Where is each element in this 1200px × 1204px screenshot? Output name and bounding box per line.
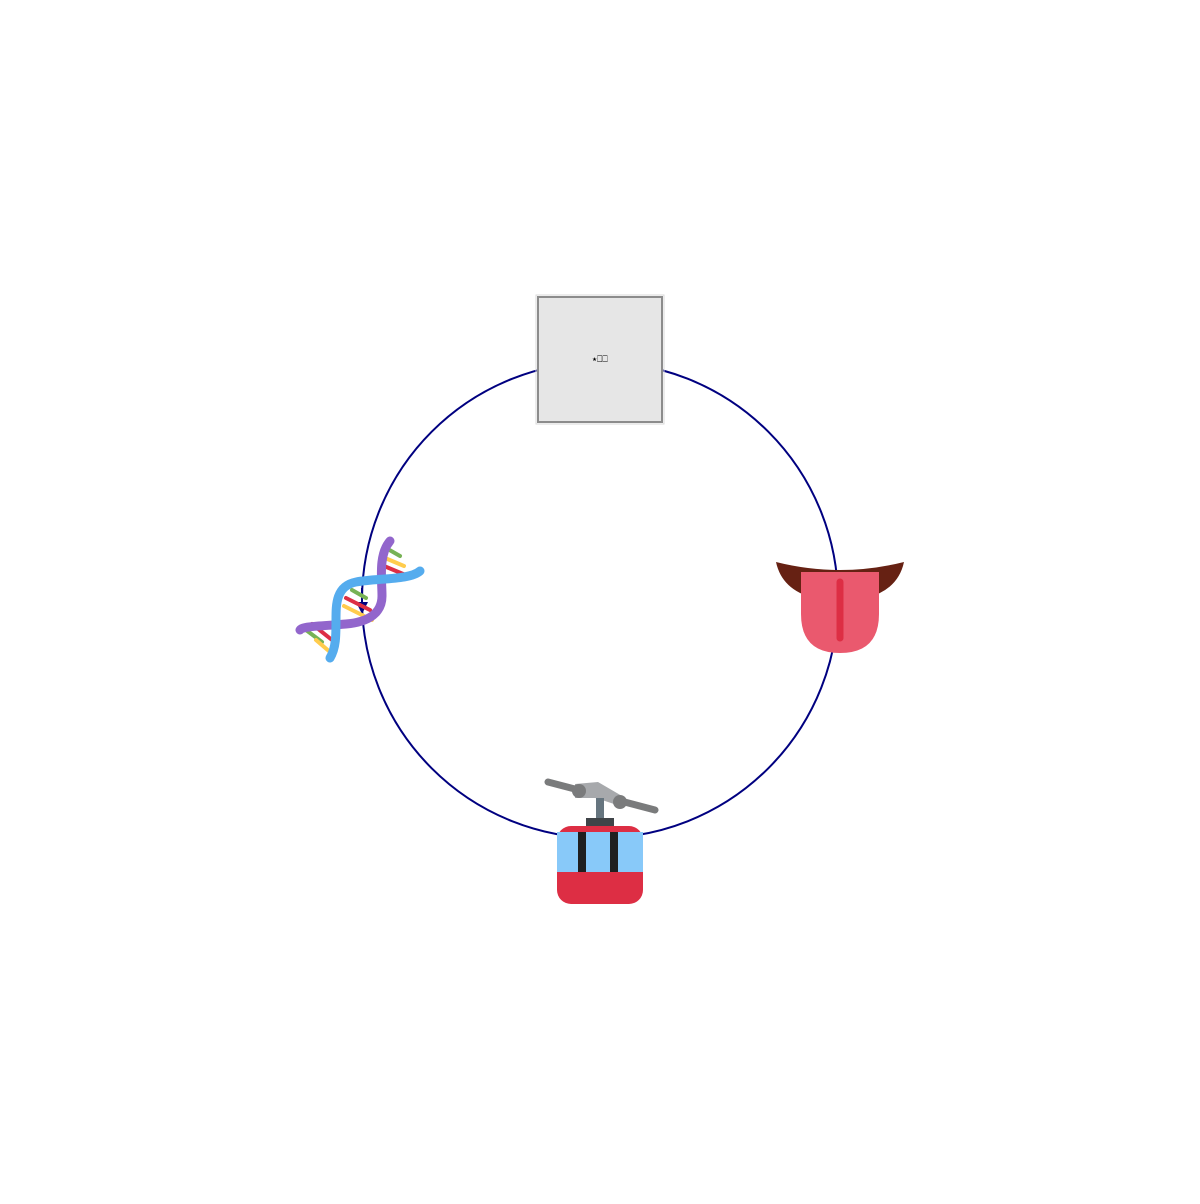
- tongue-icon: [776, 562, 904, 653]
- node-top: ⭑⎕⎕: [535, 294, 665, 425]
- cycle-ring: [361, 361, 839, 839]
- placeholder-box: [537, 296, 663, 423]
- dna-icon: [295, 536, 425, 663]
- aerial-tramway-icon: [544, 778, 659, 904]
- placeholder-label: ⭑⎕⎕: [592, 355, 608, 365]
